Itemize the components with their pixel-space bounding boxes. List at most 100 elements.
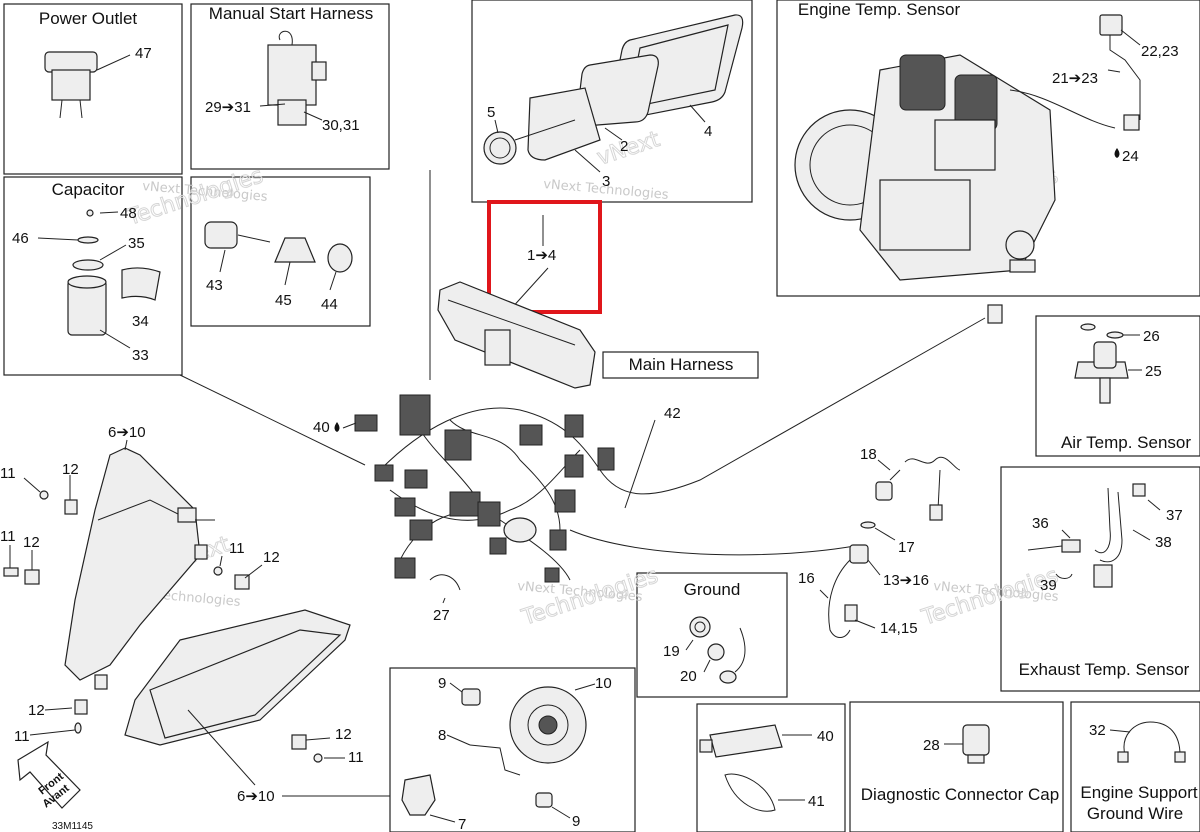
air-temp-sensor-illustration xyxy=(1074,323,1142,404)
power-outlet-illustration xyxy=(44,51,131,119)
callout-12e: 12 xyxy=(335,726,352,743)
main-harness-label-box xyxy=(602,351,759,379)
callout-45: 45 xyxy=(275,292,292,309)
callout-43: 43 xyxy=(206,277,223,294)
ground-wire-illustration xyxy=(1109,721,1186,763)
headlight-right-illustration xyxy=(124,519,351,786)
callout-6-10a: 6➔10 xyxy=(108,424,146,441)
callout-29-31: 29➔31 xyxy=(205,99,251,116)
callout-11e: 11 xyxy=(348,749,364,766)
manual-start-harness-title: Manual Start Harness xyxy=(209,4,373,23)
highlight-callout-1-4: 1➔4 xyxy=(527,247,556,264)
callout-11c: 11 xyxy=(229,540,245,557)
engine-support-title-line1: Engine Support xyxy=(1080,783,1197,802)
callout-24: 24 xyxy=(1122,148,1139,165)
callout-47: 47 xyxy=(135,45,152,62)
callout-26: 26 xyxy=(1143,328,1160,345)
engine-support-ground-wire-box xyxy=(1070,701,1200,832)
callout-38: 38 xyxy=(1155,534,1172,551)
instrument-cluster-illustration xyxy=(437,281,596,389)
callout-12b: 12 xyxy=(23,534,40,551)
engine-temp-sensor-title: Engine Temp. Sensor xyxy=(798,0,961,19)
callout-41: 41 xyxy=(808,793,825,810)
headlight-box xyxy=(389,667,636,832)
callout-46: 46 xyxy=(12,230,29,247)
callout-37: 37 xyxy=(1166,507,1183,524)
diagnostic-connector-cap-box xyxy=(849,701,1064,832)
capacitor-box xyxy=(3,176,183,376)
callout-7: 7 xyxy=(458,816,466,832)
callout-3: 3 xyxy=(602,173,610,190)
drop-icon xyxy=(334,422,340,432)
engine-support-title-line2: Ground Wire xyxy=(1087,804,1183,823)
callout-6-10b: 6➔10 xyxy=(237,788,275,805)
callout-32: 32 xyxy=(1089,722,1106,739)
front-arrow-icon xyxy=(17,740,81,809)
engine-illustration xyxy=(794,54,1116,281)
callout-22-23: 22,23 xyxy=(1141,43,1179,60)
callout-40b: 40 xyxy=(817,728,834,745)
diagnostic-cap-illustration xyxy=(944,724,990,764)
ground-illustration xyxy=(685,616,746,684)
callout-39: 39 xyxy=(1040,577,1057,594)
callout-35: 35 xyxy=(128,235,145,252)
main-harness-illustration xyxy=(179,170,1003,604)
exhaust-temp-sensor-box xyxy=(1000,466,1200,692)
callout-19: 19 xyxy=(663,643,680,660)
callout-11a: 11 xyxy=(0,465,16,482)
manual-start-harness-box xyxy=(190,3,390,170)
callout-9b: 9 xyxy=(572,813,580,830)
display-box xyxy=(471,0,753,203)
callout-12d: 12 xyxy=(28,702,45,719)
callout-11d: 11 xyxy=(14,728,30,745)
ground-title: Ground xyxy=(684,580,741,599)
watermark-text: vNext xyxy=(594,127,663,171)
power-outlet-title: Power Outlet xyxy=(39,9,138,28)
bulb-and-cap-illustration xyxy=(401,682,596,823)
air-temp-sensor-box xyxy=(1035,315,1200,457)
engine-temp-sensor-part xyxy=(1099,14,1141,131)
power-outlet-box xyxy=(3,3,183,175)
callout-5: 5 xyxy=(487,104,495,121)
callout-44: 44 xyxy=(321,296,338,313)
ground-box xyxy=(636,572,788,698)
callout-40a: 40 xyxy=(313,419,330,436)
highlight-box xyxy=(487,200,602,314)
capacitor-title: Capacitor xyxy=(52,180,125,199)
diagnostic-connector-cap-title: Diagnostic Connector Cap xyxy=(861,785,1059,804)
connectors-box xyxy=(190,176,371,327)
manual-start-harness-illustration xyxy=(259,30,327,126)
air-temp-sensor-title: Air Temp. Sensor xyxy=(1061,433,1191,452)
exhaust-temp-sensor-illustration xyxy=(1027,483,1161,588)
tether-cord-illustration xyxy=(819,456,961,638)
callout-14-15: 14,15 xyxy=(880,620,918,637)
callout-12c: 12 xyxy=(263,549,280,566)
sealant-and-tie-illustration xyxy=(699,724,812,812)
callout-10: 10 xyxy=(595,675,612,692)
callout-21-23: 21➔23 xyxy=(1052,70,1098,87)
exhaust-temp-sensor-title: Exhaust Temp. Sensor xyxy=(1019,660,1190,679)
callout-4: 4 xyxy=(704,123,712,140)
drop-icon xyxy=(1114,148,1120,158)
callout-2: 2 xyxy=(620,138,628,155)
highlight-leader xyxy=(509,267,549,311)
callout-8: 8 xyxy=(438,727,446,744)
callout-42: 42 xyxy=(664,405,681,422)
sealant-box xyxy=(696,703,846,832)
callout-25: 25 xyxy=(1145,363,1162,380)
callout-13-16: 13➔16 xyxy=(883,572,929,589)
callout-28: 28 xyxy=(923,737,940,754)
callout-11b: 11 xyxy=(0,528,16,545)
callout-36: 36 xyxy=(1032,515,1049,532)
callout-16: 16 xyxy=(798,570,815,587)
callout-17: 17 xyxy=(898,539,915,556)
callout-18: 18 xyxy=(860,446,877,463)
engine-temp-sensor-box xyxy=(776,0,1200,297)
display-illustration xyxy=(483,14,744,173)
main-harness-title: Main Harness xyxy=(629,355,734,374)
capacitor-illustration xyxy=(37,209,161,349)
callout-34: 34 xyxy=(132,313,149,330)
connectors-illustration xyxy=(204,221,353,291)
callout-27: 27 xyxy=(433,607,450,624)
